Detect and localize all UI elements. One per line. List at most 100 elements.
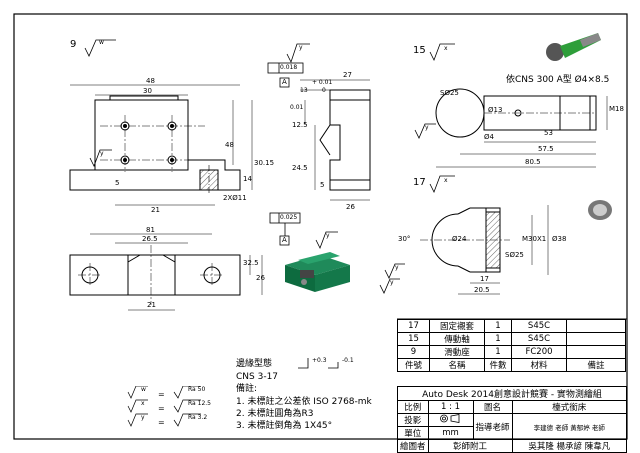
dim-26-5: 26.5 bbox=[142, 235, 158, 243]
roughness-label-y: y bbox=[390, 279, 394, 286]
datum-a-label-top: A bbox=[282, 78, 287, 86]
notes-title: 備註: bbox=[236, 384, 258, 394]
dim-32-5: 32.5 bbox=[243, 259, 259, 267]
dim-30: 30 bbox=[143, 87, 152, 95]
dim-27: 27 bbox=[343, 71, 352, 79]
part17-roughness-sym: x bbox=[444, 177, 448, 184]
scale-value: 1 : 1 bbox=[427, 400, 474, 414]
roughness-label-y: y bbox=[100, 150, 104, 157]
title-block: Auto Desk 2014創意設計競賽 - 實物測繪組 比例 1 : 1 圖名… bbox=[397, 386, 628, 453]
dim-5: 5 bbox=[115, 179, 120, 187]
part15-callout: 依CNS 300 A型 Ø4×8.5 bbox=[506, 75, 610, 85]
part15-item-number: 15 bbox=[413, 45, 426, 56]
bom-cell: 15 bbox=[397, 332, 430, 346]
dim-sphere-25: SØ25 bbox=[440, 89, 459, 97]
bom-cell: 1 bbox=[484, 332, 512, 346]
dim-30-deg: 30° bbox=[398, 235, 411, 243]
dim-20-5: 20.5 bbox=[474, 286, 490, 294]
title-banner: Auto Desk 2014創意設計競賽 - 實物測繪組 bbox=[397, 386, 627, 401]
bom-row: 15 傳動軸 1 S45C bbox=[397, 332, 626, 346]
dim-sphere-25-b: SØ25 bbox=[505, 251, 524, 259]
part9-item-number: 9 bbox=[70, 39, 77, 50]
dim-21-top: 21 bbox=[147, 301, 156, 309]
unit-value: mm bbox=[427, 426, 474, 440]
dim-dia-13: Ø13 bbox=[488, 106, 503, 114]
legend-sym-w: w bbox=[141, 386, 146, 393]
dim-2x11: 2XØ11 bbox=[223, 194, 247, 202]
part15-photo bbox=[546, 33, 601, 61]
bom-cell: 9 bbox=[397, 345, 430, 359]
dim-53: 53 bbox=[544, 129, 553, 137]
part9-front-view bbox=[69, 95, 241, 195]
dim-0025: 0.025 bbox=[280, 214, 298, 221]
teacher-label: 指導老師 bbox=[472, 413, 513, 440]
roughness-legend-symbols bbox=[127, 386, 201, 427]
legend-eq: = bbox=[158, 418, 165, 427]
part15-shaft-view bbox=[435, 88, 597, 138]
dim-30-15: 30.15 bbox=[254, 159, 275, 167]
drafter-label: 繪圖者 bbox=[397, 439, 429, 453]
bom-row: 17 固定襯套 1 S45C bbox=[397, 319, 626, 333]
bom-cell bbox=[566, 345, 626, 359]
dim-26-side: 26 bbox=[346, 203, 355, 211]
bom-header-cell: 名稱 bbox=[429, 358, 485, 372]
drawing-name: 檯式銜床 bbox=[511, 400, 628, 414]
edge-type-title: 邊緣型態 bbox=[236, 359, 273, 369]
dim-13: 13 bbox=[300, 87, 308, 94]
unit-label: 單位 bbox=[397, 426, 429, 440]
dim-tolerance-0018: 0.018 bbox=[280, 64, 298, 71]
edge-tolerance-minus: -0.1 bbox=[342, 357, 354, 364]
datum-box-a bbox=[279, 235, 290, 246]
dim-48: 48 bbox=[146, 77, 155, 85]
dim-dia-24: Ø24 bbox=[452, 235, 467, 243]
dim-m18: M18 bbox=[609, 105, 624, 113]
legend-eq: = bbox=[158, 404, 165, 413]
bom-header-cell: 件數 bbox=[484, 358, 512, 372]
roughness-label-y: y bbox=[425, 124, 429, 131]
first-angle-projection-icon bbox=[439, 414, 459, 423]
bom-cell: 傳動軸 bbox=[429, 332, 485, 346]
dim-24-5: 24.5 bbox=[292, 164, 308, 172]
school-name: 彰師附工 bbox=[427, 439, 513, 453]
datum-a-label: A bbox=[282, 236, 287, 244]
bom-header-cell: 材料 bbox=[511, 358, 567, 372]
legend-sym-x: x bbox=[141, 400, 145, 407]
dim-21: 21 bbox=[151, 206, 160, 214]
roughness-symbols bbox=[84, 39, 455, 294]
part17-photo bbox=[588, 200, 612, 220]
datum-box-a-top bbox=[279, 77, 290, 88]
dim-17: 17 bbox=[480, 275, 489, 283]
bom-header: 件號 名稱 件數 材料 備註 bbox=[397, 358, 626, 372]
part15-roughness-sym: x bbox=[444, 45, 448, 52]
bom-cell bbox=[566, 332, 626, 346]
dim-dia-4: Ø4 bbox=[484, 133, 494, 141]
dim-81: 81 bbox=[146, 226, 155, 234]
bom-cell: 1 bbox=[484, 345, 512, 359]
part9-isometric-model bbox=[285, 252, 350, 292]
dim-0: 0 bbox=[322, 87, 326, 94]
edge-type-standard: CNS 3-17 bbox=[236, 372, 279, 382]
dim-14: 14 bbox=[243, 175, 252, 183]
bom-cell: FC200 bbox=[511, 345, 567, 359]
legend-ra-12-5: Ra 12.5 bbox=[188, 400, 211, 407]
dim-26: 26 bbox=[256, 274, 265, 282]
dim-48-vertical: 48 bbox=[225, 141, 234, 149]
dim-m30x1: M30X1 bbox=[522, 235, 547, 243]
bom-cell: 1 bbox=[484, 319, 512, 333]
note-item-3: 3. 未標註倒角為 1X45° bbox=[236, 421, 333, 431]
part9-side-view bbox=[319, 89, 371, 191]
bom-header-cell: 件號 bbox=[397, 358, 430, 372]
dim-57-5: 57.5 bbox=[538, 145, 554, 153]
bom-cell bbox=[566, 319, 626, 333]
edge-tolerance-plus: +0.3 bbox=[312, 357, 327, 364]
roughness-label-y: y bbox=[395, 264, 399, 271]
part9-roughness-sym: w bbox=[99, 39, 104, 46]
edge-type-symbols bbox=[298, 358, 339, 369]
legend-eq: = bbox=[158, 390, 165, 399]
legend-sym-y: y bbox=[141, 414, 145, 421]
bom-header-cell: 備註 bbox=[566, 358, 626, 372]
bom-cell: S45C bbox=[511, 319, 567, 333]
parallelism-frame bbox=[267, 62, 304, 74]
teacher-names: 李建德 老師 黃郁婷 老師 bbox=[511, 413, 628, 440]
